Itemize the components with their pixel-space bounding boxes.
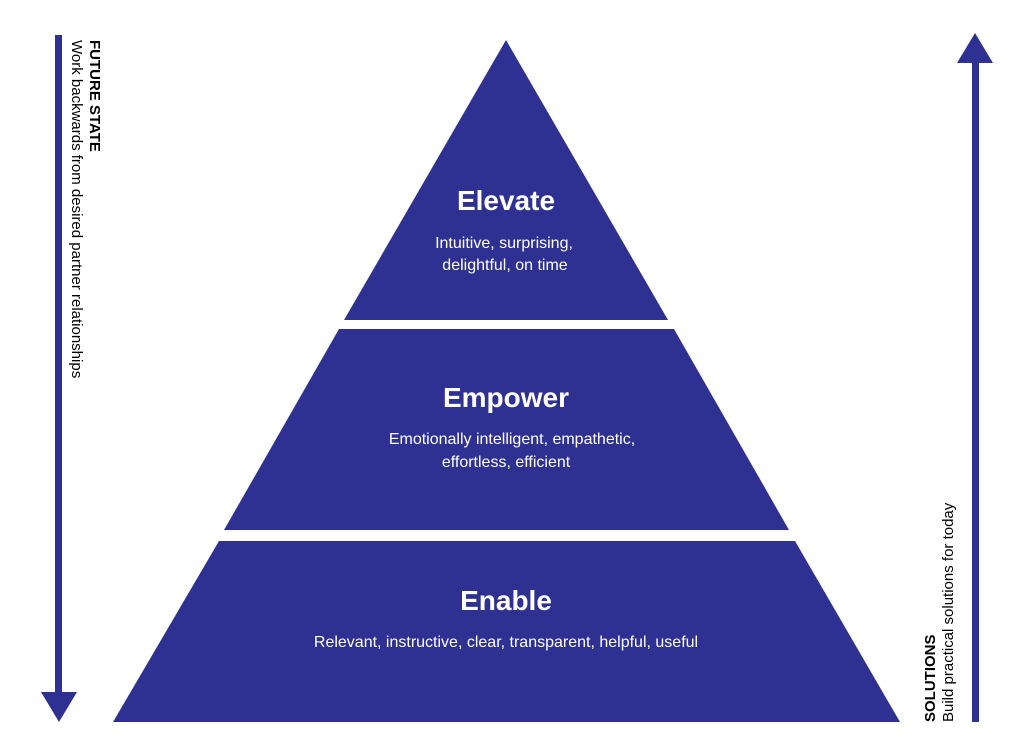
tier-empower-title: Empower [443,382,569,413]
tier-enable-title: Enable [460,585,552,616]
tier-empower-description-line-1: Emotionally intelligent, empathetic, [389,431,635,448]
tier-empower-description-line-2: effortless, efficient [442,454,571,471]
right-arrow-shaft [972,58,979,722]
right-arrow-label: SOLUTIONS Build practical solutions for … [922,502,957,722]
tier-elevate-description-line-2: delightful, on time [442,257,568,274]
tier-enable-shape [113,541,900,722]
tier-empower-shape [224,329,789,530]
tier-elevate: Elevate Intuitive, surprising, delightfu… [344,40,668,320]
tier-elevate-description-line-1: Intuitive, surprising, [435,235,573,252]
left-arrow-shaft [55,35,62,697]
left-arrow-description: Work backwards from desired partner rela… [68,40,85,378]
right-arrow-head [957,33,993,63]
left-arrow [41,35,77,722]
tier-enable-description-line-1: Relevant, instructive, clear, transparen… [314,634,698,651]
pyramid: Elevate Intuitive, surprising, delightfu… [113,40,900,722]
tier-elevate-title: Elevate [457,185,555,216]
right-arrow-description: Build practical solutions for today [940,502,957,722]
left-arrow-head [41,692,77,722]
left-arrow-label: FUTURE STATE Work backwards from desired… [68,40,103,378]
right-arrow [957,33,993,722]
tier-empower: Empower Emotionally intelligent, empathe… [224,329,789,530]
right-arrow-title: SOLUTIONS [922,634,939,722]
tier-elevate-shape [344,40,668,320]
left-arrow-title: FUTURE STATE [86,40,103,152]
tier-enable: Enable Relevant, instructive, clear, tra… [113,541,900,722]
